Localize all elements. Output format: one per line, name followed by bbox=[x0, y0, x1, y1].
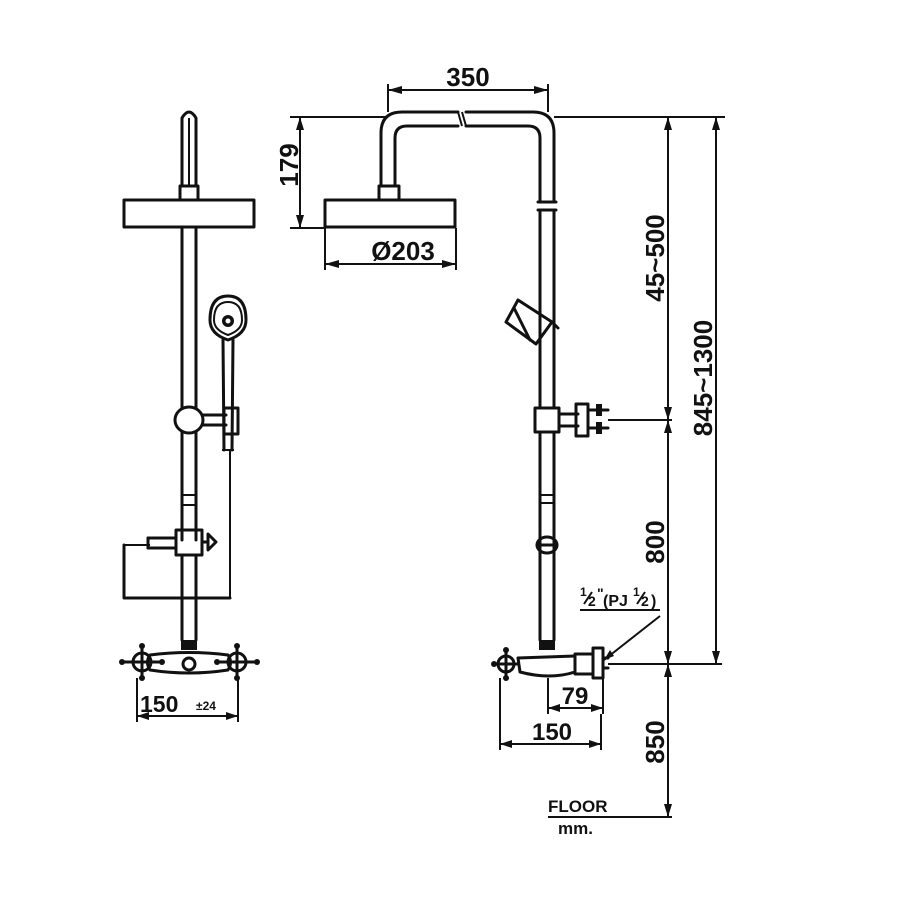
inlet-inch-mark: " bbox=[597, 585, 604, 601]
dim-845-1300-value: 845~1300 bbox=[688, 320, 718, 436]
side-overhead-arm bbox=[379, 110, 558, 212]
front-mixer-body bbox=[146, 651, 232, 675]
front-hose bbox=[123, 450, 231, 599]
front-riser-pipe bbox=[180, 225, 198, 650]
front-view: 150 ±24 bbox=[119, 110, 260, 722]
dim-179-value: 179 bbox=[274, 143, 304, 186]
dim-45-500: 45~500 bbox=[640, 117, 672, 420]
side-riser-pipe bbox=[538, 208, 556, 650]
dim-150-24-value: 150 bbox=[140, 691, 178, 717]
inlet-close-paren: ) bbox=[651, 593, 656, 610]
side-diverter bbox=[535, 535, 559, 555]
dim-800-value: 800 bbox=[640, 520, 670, 563]
dim-179: 179 bbox=[274, 116, 388, 229]
dim-203-value: Ø203 bbox=[371, 236, 435, 266]
side-shower-head bbox=[323, 184, 457, 229]
side-view bbox=[323, 110, 610, 681]
dim-850-value: 850 bbox=[640, 720, 670, 763]
front-right-handle bbox=[214, 643, 260, 681]
dim-150-24: 150 ±24 bbox=[136, 678, 239, 722]
inlet-thread-label: 1 2 " (PJ 1 2 ) bbox=[580, 585, 661, 661]
dim-850: 850 bbox=[640, 664, 672, 817]
front-left-handle bbox=[119, 643, 165, 681]
side-mixer-body bbox=[516, 646, 610, 680]
dim-150-value: 150 bbox=[532, 719, 572, 746]
unit-label: mm. bbox=[558, 819, 593, 838]
dim-150-24-tolerance: ±24 bbox=[196, 699, 216, 713]
front-hand-shower bbox=[208, 294, 248, 452]
dim-79: 79 bbox=[547, 678, 604, 714]
side-hand-shower bbox=[504, 298, 560, 346]
front-hose-outline bbox=[122, 543, 232, 600]
inlet-pj-label: (PJ bbox=[603, 593, 628, 610]
inlet-num-a: 1 bbox=[580, 585, 587, 599]
floor-label: FLOOR bbox=[548, 797, 608, 816]
dim-350-value: 350 bbox=[446, 62, 489, 92]
dim-150: 150 bbox=[499, 678, 602, 750]
front-top-rod bbox=[178, 110, 200, 202]
side-slide-bracket bbox=[533, 402, 610, 438]
inlet-num-b: 1 bbox=[633, 585, 640, 599]
floor-label-group: FLOOR mm. bbox=[548, 797, 608, 838]
dim-45-500-value: 45~500 bbox=[640, 214, 670, 301]
front-diverter bbox=[146, 528, 218, 557]
side-handle bbox=[491, 647, 520, 681]
dim-800: 800 bbox=[640, 420, 672, 664]
front-slide-bracket bbox=[173, 405, 240, 436]
inlet-den-b: 2 bbox=[641, 593, 649, 609]
inlet-den-a: 2 bbox=[588, 593, 596, 609]
dim-79-value: 79 bbox=[562, 683, 589, 710]
dim-203: Ø203 bbox=[324, 228, 457, 270]
dim-845-1300: 845~1300 bbox=[688, 117, 720, 664]
front-shower-head bbox=[122, 198, 256, 229]
dim-350: 350 bbox=[387, 62, 549, 112]
